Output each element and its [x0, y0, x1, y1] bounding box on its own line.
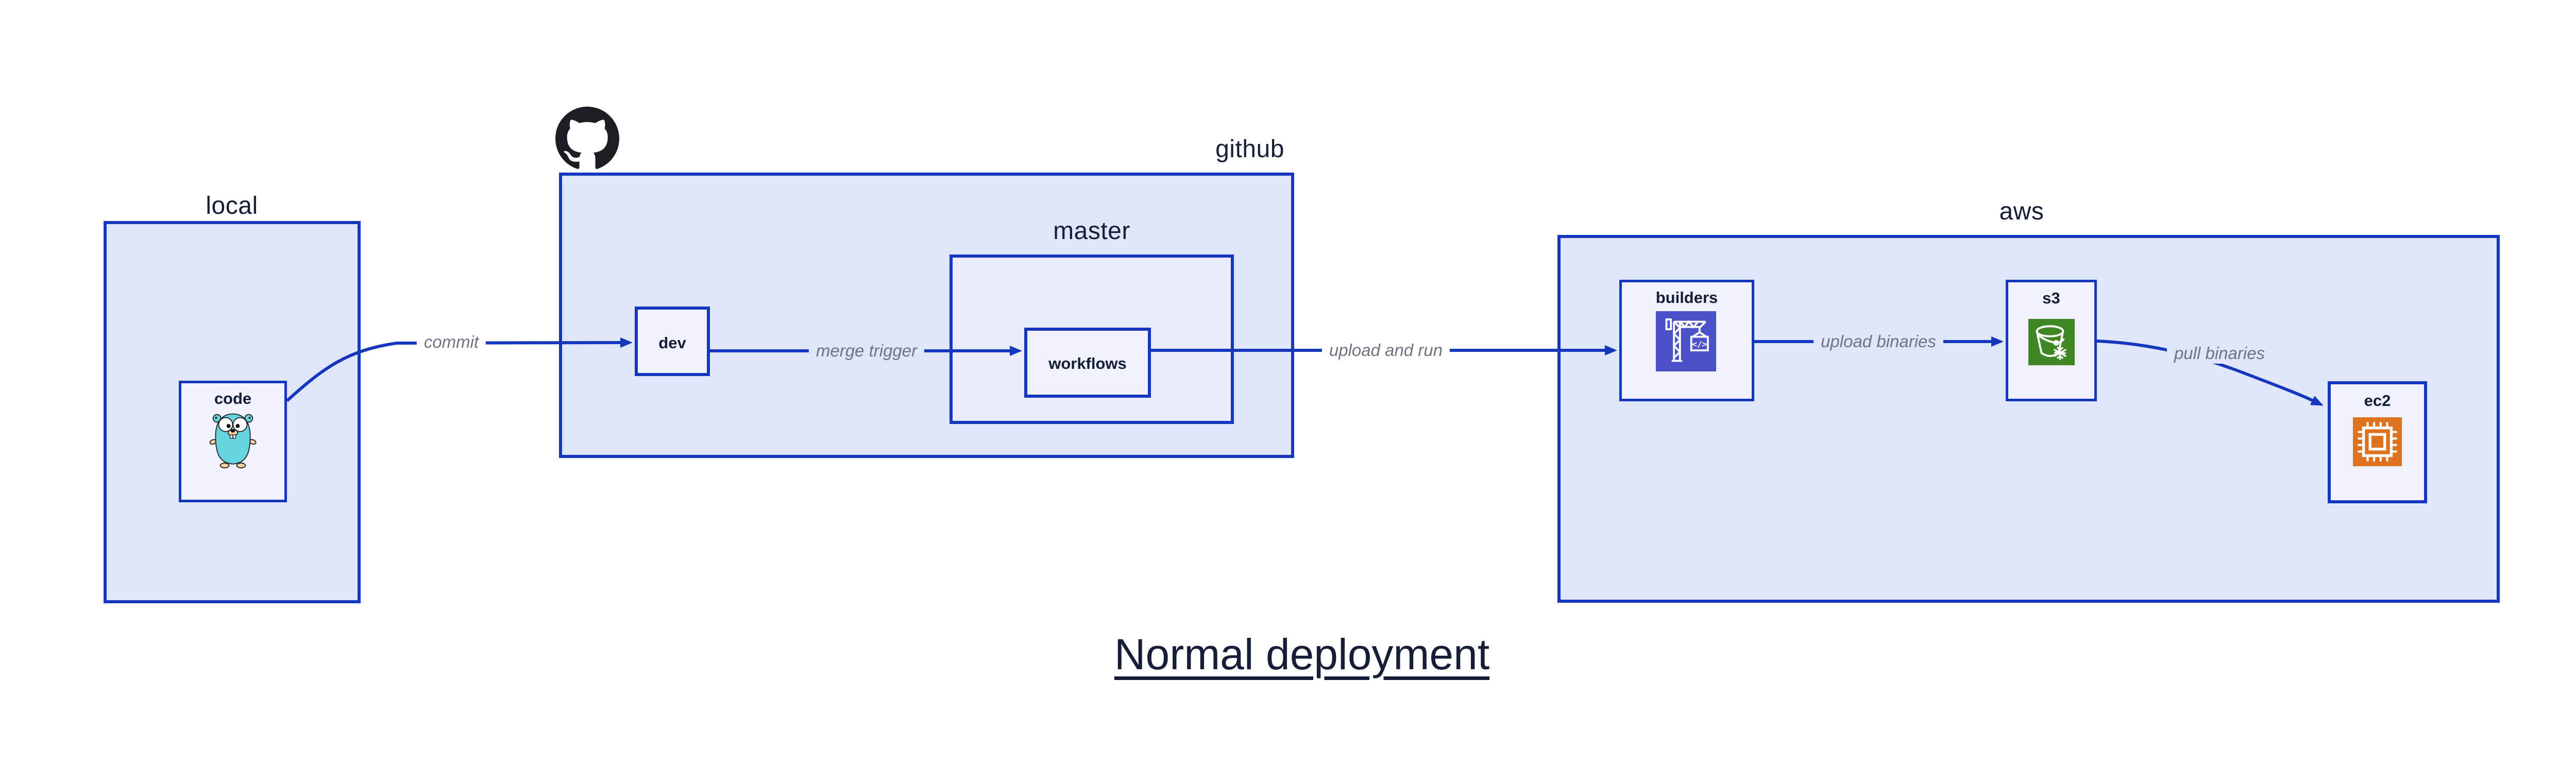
codebuild-glyph: </> [1692, 339, 1707, 349]
edge-label-pull-binaries: pull binaries [2166, 343, 2273, 364]
node-label-dev: dev [658, 334, 686, 352]
group-label-github: github [1215, 135, 1284, 163]
edge-label-commit: commit [416, 331, 486, 353]
github-logo-icon [555, 107, 619, 169]
go-gopher-icon [209, 413, 257, 469]
node-label-workflows: workflows [1048, 354, 1127, 372]
edge-label-merge-trigger: merge trigger [808, 340, 925, 362]
ec2-chip-icon [2353, 417, 2402, 466]
edge-commit-arrow [285, 337, 633, 402]
diagram-title: Normal deployment [1114, 630, 1490, 678]
codebuild-crane-icon: </> [1656, 311, 1716, 371]
node-box-dev [635, 307, 710, 376]
edge-pull-binaries-arrow [2096, 339, 2324, 406]
node-label-code: code [214, 389, 252, 408]
node-box-workflows [1024, 328, 1151, 398]
group-label-local: local [206, 192, 258, 219]
edge-label-upload-and-run: upload and run [1321, 339, 1450, 361]
edge-label-upload-binaries: upload binaries [1814, 331, 1943, 352]
node-label-ec2: ec2 [2364, 392, 2391, 410]
s3-bucket-icon [2028, 319, 2075, 365]
group-label-master: master [1053, 217, 1130, 245]
node-label-s3: s3 [2042, 289, 2060, 307]
group-label-aws: aws [1999, 198, 2044, 225]
node-label-builders: builders [1655, 288, 1718, 307]
